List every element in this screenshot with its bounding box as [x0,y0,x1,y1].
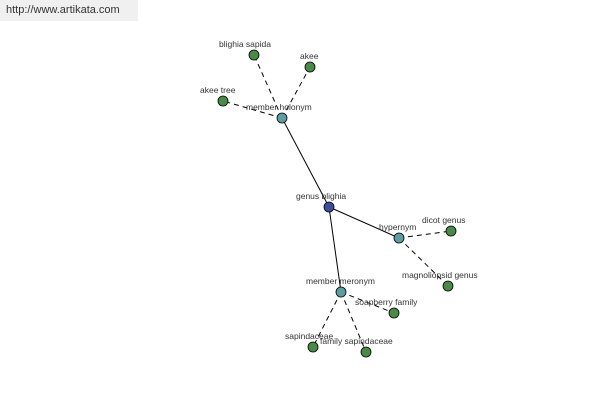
edge-member-holonym-akee-tree [222,100,283,119]
edge-member-meronym-soapberry-family [340,291,395,314]
edge-genus-blighia-member-meronym [328,206,342,293]
relation-node-hypernym[interactable] [393,232,405,244]
edge-hypernym-magnoliopsid-genus [398,237,449,287]
edge-genus-blighia-hypernym [328,206,400,239]
term-node-magnoliopsid-genus[interactable] [442,280,454,292]
graph-nodes [217,49,457,358]
relation-label-hypernym: hypernym [379,222,416,232]
edge-member-meronym-family-sapindaceae [340,291,367,353]
term-node-dicot-genus[interactable] [445,225,457,237]
graph-labels: genus blighia member holonym blighia sapid… [200,39,478,346]
term-node-akee[interactable] [304,61,316,73]
edge-member-holonym-akee [281,66,311,119]
graph-edges [222,54,452,353]
term-label-soapberry-family: soapberry family [355,297,418,307]
relation-label-member-holonym: member holonym [246,102,312,112]
term-label-akee-tree: akee tree [200,85,236,95]
term-node-sapindaceae[interactable] [307,341,319,353]
term-node-family-sapindaceae[interactable] [360,346,372,358]
term-node-akee-tree[interactable] [217,95,229,107]
center-label-genus-blighia: genus blighia [296,191,346,201]
term-label-dicot-genus: dicot genus [422,215,465,225]
relation-label-member-meronym: member meronym [306,276,375,286]
term-node-soapberry-family[interactable] [388,307,400,319]
term-label-sapindaceae: sapindaceae [285,331,333,341]
edge-member-meronym-sapindaceae [312,291,342,348]
term-label-blighia-sapida: blighia sapida [219,39,271,49]
term-node-blighia-sapida[interactable] [248,49,260,61]
term-label-family-sapindaceae: family sapindaceae [320,336,393,346]
source-banner: http://www.artikata.com [0,0,138,21]
term-label-akee: akee [300,51,319,61]
relation-node-member-meronym[interactable] [335,286,347,298]
edge-genus-blighia-member-holonym [281,117,330,208]
term-label-magnoliopsid-genus: magnoliopsid genus [402,270,478,280]
edge-member-holonym-blighia-sapida [253,54,283,119]
relation-node-member-holonym[interactable] [276,112,288,124]
source-link[interactable]: http://www.artikata.com [6,4,120,16]
edge-hypernym-dicot-genus [398,230,452,239]
center-node-genus-blighia[interactable] [323,201,335,213]
